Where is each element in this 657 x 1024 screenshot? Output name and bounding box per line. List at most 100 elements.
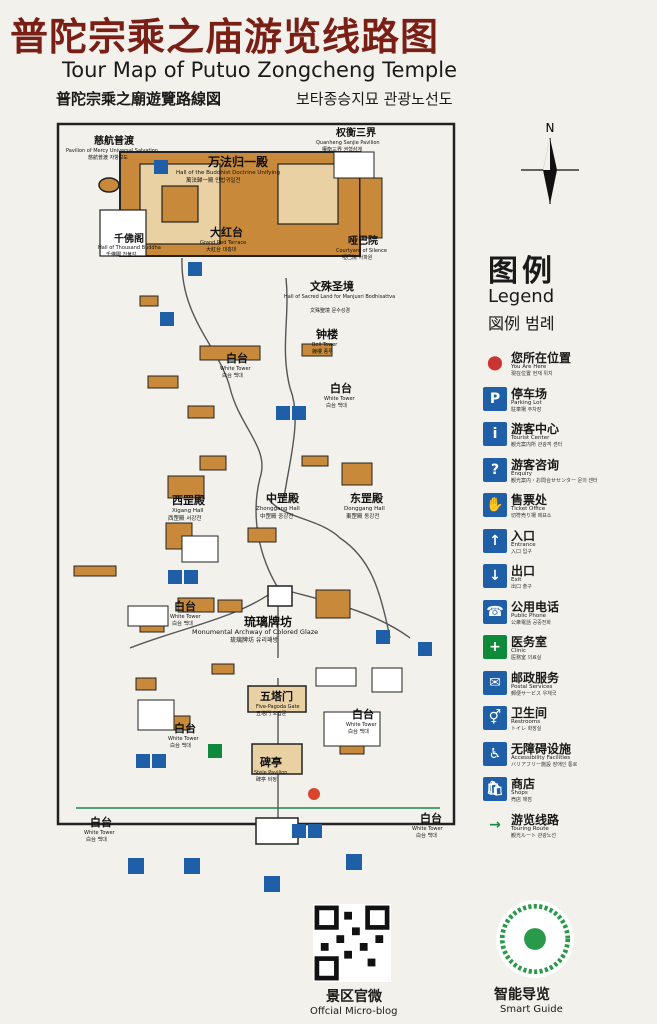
map-icons	[128, 160, 432, 892]
liuli-label-tw: 琉璃牌坊 유리패방	[230, 636, 278, 644]
legend-item-label-en: Ticket Office	[511, 506, 546, 512]
accessibility-icon	[188, 262, 202, 276]
location-pin-icon: ⬤	[487, 355, 503, 371]
zhonglou-label: 钟楼	[316, 327, 338, 341]
exit-icon	[418, 642, 432, 656]
baitai-label-4-en: White Tower	[168, 736, 200, 742]
temple-map-svg: 万法归一殿 Hall of the Buddhist Doctrine Unif…	[56, 122, 456, 892]
cihang-label: 慈航普渡	[94, 134, 135, 147]
wenshu-label-en: Hall of Sacred Land for Manjusri Bodhisa…	[284, 294, 395, 300]
legend-item-label-sub: トイレ 화장실	[511, 726, 542, 732]
cihang-label-en: Pavilion of Mercy Universal Salvation	[66, 148, 158, 154]
white-blocks	[127, 535, 403, 747]
baitai-label-1: 白台	[226, 351, 248, 365]
zhonglou-label-tw: 鐘樓 종루	[312, 348, 333, 355]
donggang-label-tw: 東罡殿 동강전	[346, 512, 379, 520]
restroom-icon	[152, 754, 166, 768]
restroom-icon	[292, 406, 306, 420]
touring-route-icon: →	[489, 816, 501, 833]
liuli-label: 琉璃牌坊	[244, 614, 292, 629]
legend-item-label-en: Parking Lot	[511, 399, 542, 406]
legend-item-label: 游客咨询	[511, 457, 560, 472]
restroom-icon	[128, 858, 144, 874]
wenshu-label: 文殊圣境	[310, 279, 354, 293]
legend-item-label: 卫生间	[511, 706, 548, 720]
legend-title: 图例	[488, 254, 556, 289]
temple-map: 万法归一殿 Hall of the Buddhist Doctrine Unif…	[40, 118, 465, 918]
enquiry-icon: ?	[483, 457, 507, 482]
accessibility-icon	[276, 406, 290, 420]
legend-item-label-sub: 駐車場 주차장	[511, 406, 542, 413]
legend-item-label: 售票处	[511, 493, 548, 507]
public-phone-icon	[184, 570, 198, 584]
entrance-gate-block	[255, 817, 299, 845]
yaba-label-en: Courtyard of Silence	[336, 248, 387, 254]
legend-item-label-en: Accessibility Facilities	[511, 754, 571, 761]
baitai-label-5: 白台	[352, 707, 374, 721]
page-title-english: Tour Map of Putuo Zongcheng Temple	[62, 58, 457, 82]
donggang-label: 东罡殿	[350, 491, 384, 505]
wenshu-label-tw: 文殊聖境 문수성경	[310, 307, 350, 314]
quanheng-label: 权衡三界	[335, 126, 376, 139]
legend-item-label: 公用电话	[511, 599, 560, 614]
wanfa-hall-block	[161, 185, 199, 223]
official-microblog-qr[interactable]	[313, 904, 391, 982]
wanfa-label-tw: 萬法歸一殿 만법귀일전	[186, 176, 241, 184]
map-labels: 万法归一殿 Hall of the Buddhist Doctrine Unif…	[66, 126, 444, 843]
baitai-label-4: 白台	[174, 721, 196, 735]
liuli-archway-block	[267, 585, 293, 607]
legend-item-label-sub: 医務室 의료실	[511, 655, 542, 661]
compass-rose-icon: N	[521, 121, 579, 204]
smart-guide-qr[interactable]	[496, 900, 574, 978]
beiting-label: 碑亭	[259, 755, 282, 769]
legend-item-label: 邮政服务	[511, 670, 560, 685]
clinic-icon: +	[483, 635, 507, 659]
qianfo-label-tw: 千佛閣 천불각	[106, 251, 137, 258]
entrance-icon: ↑	[483, 528, 507, 553]
beiting-label-tw: 碑亭 비정	[256, 776, 277, 783]
legend-item-label-sub: 切符売り場 매표소	[511, 513, 552, 519]
location-pin-icon	[308, 788, 320, 800]
mini-program-code-icon	[496, 900, 574, 978]
legend-item-label: 您所在位置	[511, 351, 572, 365]
zhonggang-label: 中罡殿	[266, 491, 300, 505]
dahongtai-label-tw: 大紅台 대홍대	[206, 246, 237, 253]
legend-item-label: 停车场	[511, 386, 548, 401]
legend-item-label: 医务室	[511, 635, 548, 649]
zhonglou-label-en: Bell Tower	[312, 342, 338, 348]
legend-item-label-en: Shops	[511, 790, 528, 796]
public-phone-icon: ☎	[483, 599, 507, 624]
beiting-label-en: Stele Pavilion	[254, 770, 287, 776]
parking-icon: P	[483, 386, 507, 411]
baitai-label-1-en: White Tower	[220, 366, 252, 372]
entrance-icon	[264, 876, 280, 892]
baitai-label-7-en: White Tower	[412, 826, 444, 832]
quanheng-block	[333, 151, 375, 179]
tourist-center-icon: i	[483, 422, 507, 446]
page-title: 普陀宗乘之庙游览线路图	[10, 14, 440, 59]
page-title-traditional: 普陀宗乘之廟遊覽路線図	[56, 90, 222, 108]
liuli-label-en: Monumental Archway of Colored Glaze	[192, 628, 318, 636]
legend-item-label: 游客中心	[511, 422, 560, 436]
legend-item-label-en: Entrance	[511, 541, 536, 548]
page-title-korean: 보타종승지묘 관광노선도	[296, 90, 453, 108]
legend-item-label-sub: バリアフリー施設 장애인 통로	[511, 761, 578, 768]
parking-icon	[184, 858, 200, 874]
exit-icon: ↓	[483, 564, 507, 588]
legend-item-label-sub: 出口 출구	[511, 584, 532, 590]
legend-item-label-sub: 郵便サービス 우체국	[511, 690, 557, 697]
cihang-label-tw: 慈航普渡 자항보도	[88, 154, 128, 161]
legend-item-label-sub: 入口 입구	[511, 548, 532, 555]
compass: N	[515, 118, 585, 208]
legend-item-label-en: Exit	[511, 577, 522, 583]
baitai-label-2-tw: 白台 백대	[326, 402, 347, 409]
